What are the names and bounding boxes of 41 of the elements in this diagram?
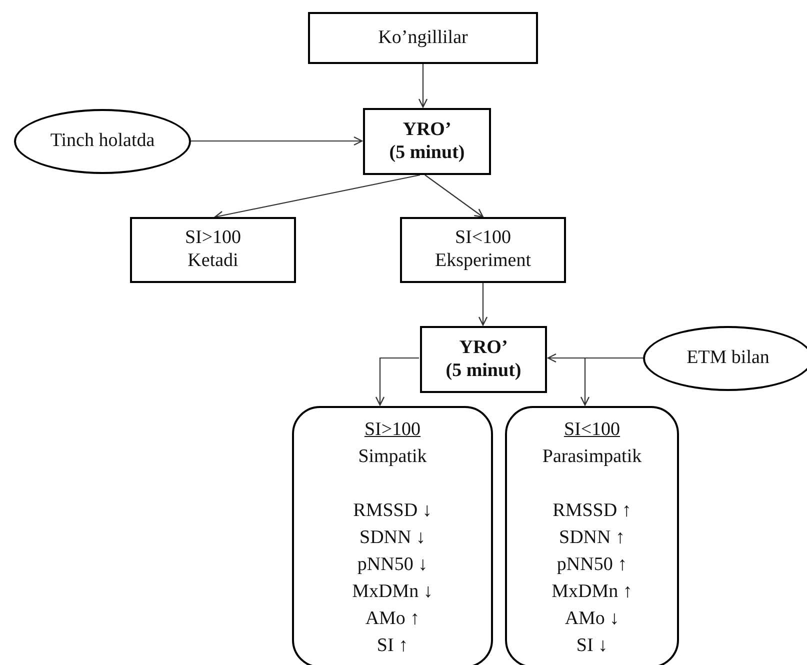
arrow xyxy=(418,64,428,108)
node-label: Eksperiment xyxy=(434,250,532,273)
node-label: YRO’ xyxy=(402,118,452,142)
node-label: (5 minut) xyxy=(389,142,465,164)
indicator-label: SDNN ↑ xyxy=(559,526,625,550)
indicator-label: AMo ↓ xyxy=(564,607,620,631)
node-label: Tinch holatda xyxy=(50,130,155,153)
indicator-label: RMSSD ↓ xyxy=(353,499,432,523)
result-rounded-box xyxy=(292,406,493,665)
node-label: YRO’ xyxy=(459,336,508,360)
indicator-label: RMSSD ↑ xyxy=(552,499,632,523)
indicator-label: MxDMn ↑ xyxy=(552,580,632,604)
condition-label: SI<100 xyxy=(564,418,620,442)
indicator-label: SI ↑ xyxy=(376,634,408,658)
node-label: ETM bilan xyxy=(686,347,770,370)
arrow xyxy=(375,357,419,406)
node-label: Ko’ngillilar xyxy=(378,26,468,50)
arrow xyxy=(580,357,643,406)
arrow xyxy=(191,136,363,146)
state-label: Parasimpatik xyxy=(542,445,642,469)
outcome-box xyxy=(400,217,566,283)
indicator-label: AMo ↑ xyxy=(365,607,420,631)
result-rounded-box xyxy=(505,406,679,665)
node-label: Ketadi xyxy=(188,250,238,273)
arrow xyxy=(214,174,420,220)
process-box xyxy=(363,108,491,175)
outcome-box xyxy=(130,217,296,283)
process-box xyxy=(420,326,547,393)
node-label: SI>100 xyxy=(184,227,242,250)
arrow xyxy=(478,283,488,326)
process-box xyxy=(308,12,538,64)
condition-label: SI>100 xyxy=(364,418,421,442)
indicator-label: SDNN ↓ xyxy=(360,526,426,550)
indicator-label: pNN50 ↑ xyxy=(556,553,628,577)
arrow xyxy=(424,174,484,218)
node-label: SI<100 xyxy=(454,227,512,250)
node-label: (5 minut) xyxy=(446,360,522,382)
indicator-label: pNN50 ↓ xyxy=(357,553,428,577)
indicator-label: SI ↓ xyxy=(576,634,608,658)
state-label: Simpatik xyxy=(358,445,427,469)
indicator-label: MxDMn ↓ xyxy=(352,580,433,604)
